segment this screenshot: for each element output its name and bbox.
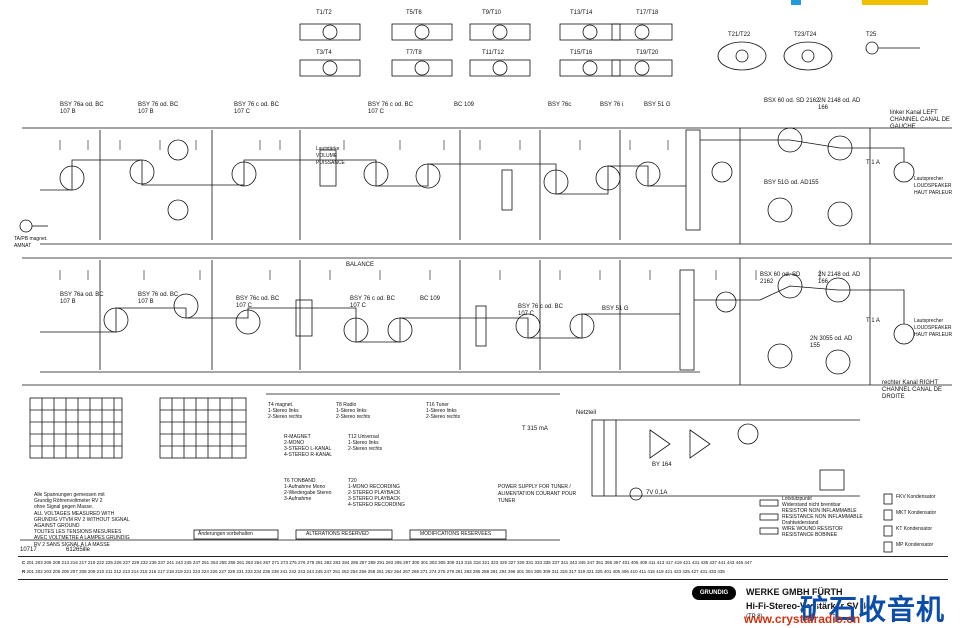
power-supply [591, 419, 860, 501]
component-ticks [59, 140, 821, 280]
connector-label: T7/T8 [406, 50, 422, 56]
connector-label: T3/T4 [316, 50, 332, 56]
speaker-left-label: Lautsprecher LOUDSPEAKER HAUT PARLEUR [914, 176, 953, 196]
connector-label: T11/T12 [482, 50, 504, 56]
product-name: Hi-Fi-Stereo-Verstärker SV 40 [746, 601, 872, 611]
transistor-label: BC 109 [454, 102, 475, 108]
capacitor-reference-row: C 201 203 205 208 213 216 217 219 222 22… [22, 560, 752, 565]
transistor-label: BSY 76 c od. BC 107 C [368, 102, 413, 115]
transistor-label: BC 109 [420, 296, 441, 302]
reference-strip: C 201 203 205 208 213 216 217 219 222 22… [18, 556, 948, 580]
corner-mark-yellow [862, 0, 928, 5]
output-label: 2N 3055 od. AD 155 [810, 336, 853, 349]
tape-input-label: TA/PB magnet. AMNAT [14, 236, 48, 249]
drawing-code: 61265ille [66, 547, 91, 553]
transistor-label: BSY 76c od. BC 107 C [236, 296, 280, 309]
capacitor-legend: FKV Kondensator MKT Kondensator KT Konde… [896, 494, 937, 548]
transistor-label: BSY 51 G [602, 306, 629, 312]
connector-label: T23/T24 [794, 32, 817, 38]
connector-label: T5/T6 [406, 10, 422, 16]
watermark-cn: 矿石收音机 [800, 594, 946, 625]
left-channel-stages [59, 139, 661, 221]
grundig-logo: GRUNDIG [692, 586, 736, 600]
aenderungen-header: Änderungen vorbehalten [198, 531, 253, 537]
connector-label: T19/T20 [636, 50, 659, 56]
transistor-label: BSY 76 od. BC 107 B [138, 292, 179, 305]
volume-label: Lautstärke VOLUME PUISSANCE [316, 146, 345, 166]
transistor-label: BSY 76c [548, 102, 572, 108]
transistor-label: BSY 76 c od. BC 107 C [234, 102, 279, 115]
balance-label: BALANCE [346, 262, 375, 268]
corner-mark-blue [791, 0, 801, 5]
bridge-label: BY 164 [652, 462, 672, 468]
output-label: BSX 60 od. SD 2162 [760, 272, 801, 285]
watermark-url: www.crystalradio.cn [744, 612, 861, 626]
connector-label: T15/T16 [570, 50, 593, 56]
connector-label: T17/T18 [636, 10, 659, 16]
transistor-label: BSY 76a od. BC 107 B [60, 292, 104, 305]
transistor-label: BSY 76a od. BC 107 B [60, 102, 104, 115]
resistor-reference-row: R 201 202 203 205 206 207 208 209 210 21… [22, 569, 725, 574]
input-jack [19, 219, 48, 233]
alterations-header: ALTERATIONS RESERVED [306, 531, 369, 537]
function-tables [20, 393, 560, 541]
schematic-wiring [19, 23, 952, 553]
fuse-label: T 315 mA [522, 426, 548, 432]
output-label: 2N 2148 od. AD 166 [818, 98, 861, 111]
connector-label: T25 [866, 32, 877, 38]
switch-matrix [29, 397, 247, 459]
title-block: GRUNDIG WERKE GMBH FÜRTH Hi-Fi-Stereo-Ve… [690, 580, 952, 624]
transformer-label: Netzteil [576, 410, 597, 416]
signal-paths [40, 128, 905, 385]
transistor-label: BSY 51 G [644, 102, 671, 108]
product-code: (TP 8) [746, 614, 763, 620]
connector-label: T9/T10 [482, 10, 502, 16]
fuse-right-label: T 1 A [866, 318, 880, 324]
transistor-label: BSY 76 c od. BC 107 C [518, 304, 563, 317]
power-supply-label: POWER SUPPLY FOR TUNER / ALIMENTATION CO… [498, 484, 577, 504]
connector-label: T21/T22 [728, 32, 751, 38]
output-label: 2N 2148 od. AD 166 [818, 272, 861, 285]
channel-left-label: linker Kanal LEFT CHANNEL CANAL DE GAUCH… [890, 110, 950, 130]
connector-label: T1/T2 [316, 10, 332, 16]
company-name: WERKE GMBH FÜRTH [746, 587, 843, 597]
fuse-left-label: T 1 A [866, 160, 880, 166]
lamp-label: 7V 0,1A [646, 490, 668, 496]
connector-label: T13/T14 [570, 10, 593, 16]
drawing-number: 10717 [20, 547, 37, 553]
transistor-label: BSY 76 od. BC 107 B [138, 102, 179, 115]
speaker-right-label: Lautsprecher LOUDSPEAKER HAUT PARLEUR [914, 318, 953, 338]
legend-symbols [759, 493, 893, 553]
transistor-label: BSY 76 i [600, 102, 624, 108]
transistor-label: BSY 76 c od. BC 107 C [350, 296, 395, 309]
connector-diagrams [299, 23, 920, 77]
channel-right-label: rechter Kanal RIGHT CHANNEL CANAL DE DRO… [882, 380, 942, 400]
output-label: BSX 60 od. SD 2162 [764, 98, 820, 104]
modifications-header: MODIFICATIONS RESERVEES [420, 531, 492, 537]
output-label: BSY 51G od. AD155 [764, 180, 819, 186]
